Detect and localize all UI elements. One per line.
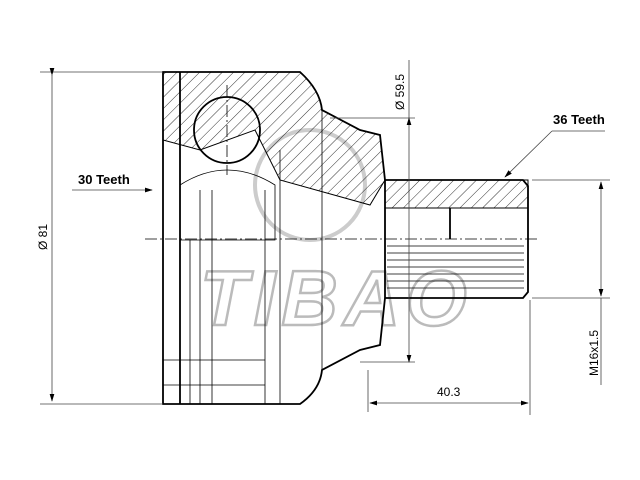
spline-lines: [387, 245, 524, 289]
outer-diameter-label: Ø 81: [36, 224, 50, 250]
dimension-shaft-length: 40.3: [367, 300, 531, 415]
dimension-outer-diameter: Ø 81: [36, 67, 163, 405]
shaft-length-label: 40.3: [437, 385, 461, 399]
inner-teeth-label: 30 Teeth: [78, 172, 130, 187]
dimension-inner-diameter: Ø 59.5: [330, 60, 415, 363]
joint-housing: [162, 71, 386, 405]
callout-inner-teeth: 30 Teeth: [72, 172, 153, 193]
inner-diameter-label: Ø 59.5: [393, 74, 407, 110]
housing-grooves: [163, 240, 265, 404]
thread-label: M16x1.5: [587, 330, 601, 376]
outer-teeth-label: 36 Teeth: [553, 112, 605, 127]
dimension-thread: M16x1.5: [532, 179, 610, 385]
callout-outer-teeth: 36 Teeth: [504, 112, 605, 178]
